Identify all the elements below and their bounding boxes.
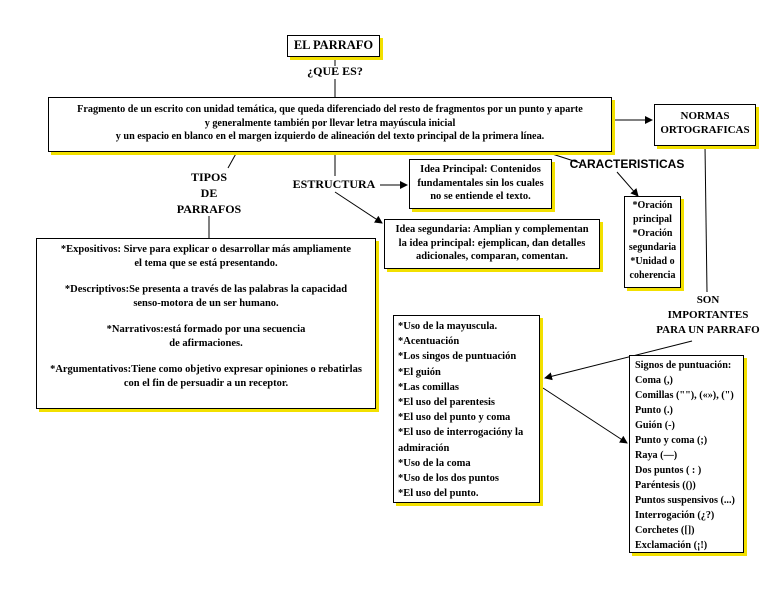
signo-item: Punto (.) — [635, 405, 673, 416]
caracteristica-line: segundaria — [628, 242, 677, 253]
use-item: *Las comillas — [398, 381, 459, 393]
tipo-narrativo-line: *Narrativos:está formado por una secuenc… — [106, 324, 306, 335]
idea-segundaria-line: la idea principal: ejemplican, dan detal… — [398, 237, 586, 249]
use-item: *El uso del parentesis — [398, 397, 495, 409]
tipo-expositivo-line: el tema que se está presentando. — [134, 257, 278, 269]
tipo-descriptivo-line: senso-motora de un ser humano. — [133, 297, 279, 309]
idea-principal-line: fundamentales sin los cuales — [417, 177, 544, 189]
signo-item: Coma (,) — [635, 375, 673, 386]
idea-segundaria-line: adicionales, comparan, comentan. — [416, 251, 568, 262]
signos-box: Signos de puntuación: Coma (,) Comillas … — [629, 355, 744, 553]
tipo-expositivo-line: *Expositivos: Sirve para explicar o desa… — [60, 244, 352, 255]
signo-item: Punto y coma (;) — [635, 435, 708, 446]
use-item: *El uso de interrogacióny la — [398, 427, 524, 439]
title-box: EL PARRAFO — [287, 35, 380, 57]
tipos-label: TIPOS DE PARRAFOS — [163, 169, 255, 217]
son-importantes-line: PARA UN PARRAFO — [656, 324, 760, 336]
use-item: *El guión — [398, 366, 441, 378]
question-label: ¿QUE ES? — [307, 64, 363, 78]
definition-line: y generalmente también por llevar letra … — [204, 117, 456, 129]
tipos-label-line: DE — [200, 186, 218, 200]
caracteristica-line: principal — [633, 214, 672, 225]
definition-line: y un espacio en blanco en el margen izqu… — [115, 131, 545, 142]
definition-line: Fragmento de un escrito con unidad temát… — [77, 104, 583, 115]
tipo-argumentativo-line: *Argumentativos:Tiene como objetivo expr… — [50, 364, 362, 375]
signo-item: Puntos suspensivos (...) — [635, 495, 735, 506]
definition-box: Fragmento de un escrito con unidad temát… — [48, 97, 612, 152]
signo-item: Comillas (""), («»), (") — [635, 390, 734, 401]
signo-item: Guión (-) — [635, 420, 675, 431]
idea-principal-line: Idea Principal: Contenidos — [420, 164, 541, 175]
idea-segundaria-box: Idea segundaria: Amplian y complementan … — [384, 219, 600, 269]
normas-line: ORTOGRAFICAS — [660, 124, 750, 136]
tipo-narrativo-line: de afirmaciones. — [169, 337, 243, 349]
normas-box: NORMAS ORTOGRAFICAS — [654, 104, 756, 146]
signo-item: Raya (—) — [635, 450, 678, 461]
tipos-label-line: PARRAFOS — [176, 202, 242, 216]
use-item: *Uso de la mayuscula. — [398, 321, 498, 332]
idea-principal-box: Idea Principal: Contenidos fundamentales… — [409, 159, 552, 209]
use-item: *El uso del punto. — [398, 488, 479, 500]
tipos-box: *Expositivos: Sirve para explicar o desa… — [36, 238, 376, 409]
signo-item: Exclamación (¡!) — [635, 540, 708, 551]
caracteristicas-label: CARACTERISTICAS — [569, 157, 685, 171]
tipos-label-line: TIPOS — [190, 170, 227, 184]
caracteristica-line: *Oración — [632, 200, 673, 211]
use-item: *Los singos de puntuación — [398, 351, 517, 363]
use-item: admiración — [398, 442, 450, 454]
use-item: *El uso del punto y coma — [398, 412, 511, 424]
use-item: *Acentuación — [398, 336, 460, 348]
tipo-argumentativo-line: con el fin de persuadir a un receptor. — [123, 377, 289, 389]
son-importantes-label: SON IMPORTANTES PARA UN PARRAFO — [645, 293, 768, 338]
estructura-label: ESTRUCTURA — [292, 177, 376, 191]
uses-box: *Uso de la mayuscula. *Acentuación *Los … — [393, 315, 540, 503]
page-title: EL PARRAFO — [293, 38, 374, 52]
tipo-descriptivo-line: *Descriptivos:Se presenta a través de la… — [64, 284, 348, 295]
son-importantes-line: SON — [696, 294, 720, 306]
caracteristica-line: *Oración — [632, 228, 673, 239]
signo-item: Interrogación (¿?) — [635, 510, 715, 521]
signo-item: Corchetes ([]) — [635, 525, 695, 536]
signos-title: Signos de puntuación: — [635, 360, 732, 371]
caracteristica-line: coherencia — [629, 270, 676, 281]
use-item: *Uso de la coma — [398, 457, 471, 469]
signo-item: Dos puntos ( : ) — [635, 465, 702, 476]
idea-segundaria-line: Idea segundaria: Amplian y complementan — [395, 224, 589, 235]
idea-principal-line: no se entiende el texto. — [430, 191, 531, 202]
normas-line: NORMAS — [680, 110, 730, 122]
caracteristicas-box: *Oración principal *Oración segundaria *… — [624, 196, 681, 288]
son-importantes-line: IMPORTANTES — [667, 309, 749, 321]
signo-item: Paréntesis (()) — [635, 480, 696, 491]
use-item: *Uso de los dos puntos — [398, 473, 499, 485]
caracteristica-line: *Unidad o — [630, 256, 675, 267]
